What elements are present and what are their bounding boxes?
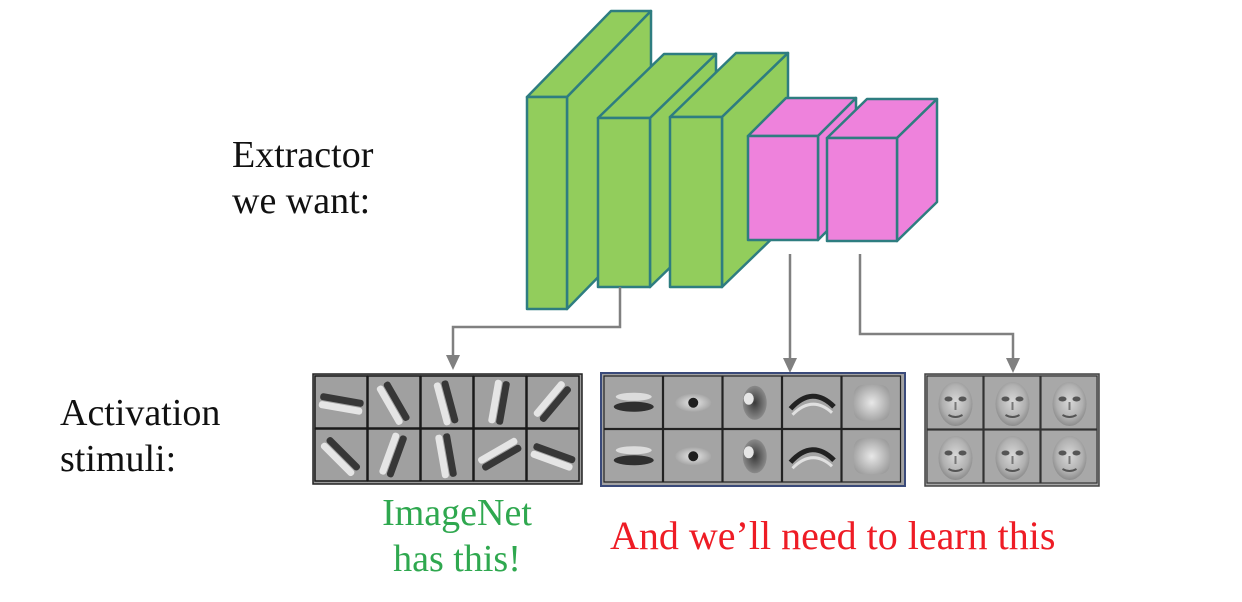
part-filter-tile (781, 428, 842, 483)
edge-filter-tile (420, 375, 474, 429)
specific-layer-2 (825, 97, 939, 243)
activation-label-line1: Activation (60, 392, 221, 434)
part-filter-tile (603, 375, 664, 430)
imagenet-note-line1: ImageNet (382, 492, 532, 534)
part-filter-tile (781, 375, 842, 430)
edge-filter-tile (314, 428, 368, 482)
part-filter-tile (722, 428, 783, 483)
arrow-generic-to-edges (451, 287, 622, 357)
cnn-layers (525, 9, 939, 311)
arrowheads (446, 355, 1020, 373)
edge-filter-tile (367, 428, 421, 482)
extractor-label: Extractor we want: (232, 132, 373, 224)
part-filter-tile (722, 375, 783, 430)
edge-filter-tile (473, 375, 527, 429)
part-filter-tile (662, 375, 723, 430)
part-filter-tile (841, 375, 902, 430)
extractor-label-line1: Extractor (232, 134, 374, 176)
arrowhead-parts (783, 358, 797, 373)
part-filters-panel (600, 372, 906, 487)
edge-filter-tile (420, 428, 474, 482)
imagenet-note-line2: has this! (393, 538, 521, 580)
arrow-specific2-to-faces (858, 254, 1015, 362)
face-filter-tile (1040, 375, 1098, 430)
face-filter-tile (926, 375, 984, 430)
arrowhead-faces (1006, 358, 1020, 373)
edge-filter-tile (526, 428, 580, 482)
edge-filter-tile (526, 375, 580, 429)
activation-label-line2: stimuli: (60, 438, 177, 480)
face-filter-tile (983, 429, 1041, 484)
extractor-label-line2: we want: (232, 180, 371, 222)
face-filter-tile (926, 429, 984, 484)
edge-filters-panel (312, 373, 583, 485)
edge-filter-tile (473, 428, 527, 482)
part-filter-tile (662, 428, 723, 483)
arrows (451, 254, 1015, 362)
face-filters-panel (924, 373, 1100, 487)
part-filter-tile (841, 428, 902, 483)
edge-filter-tile (367, 375, 421, 429)
face-filter-tile (983, 375, 1041, 430)
activation-label: Activation stimuli: (60, 390, 220, 482)
edge-filter-tile (314, 375, 368, 429)
learn-note: And we’ll need to learn this (610, 513, 1056, 558)
arrowhead-edges (446, 355, 460, 370)
face-filter-tile (1040, 429, 1098, 484)
imagenet-note: ImageNet has this! (352, 490, 562, 582)
part-filter-tile (603, 428, 664, 483)
